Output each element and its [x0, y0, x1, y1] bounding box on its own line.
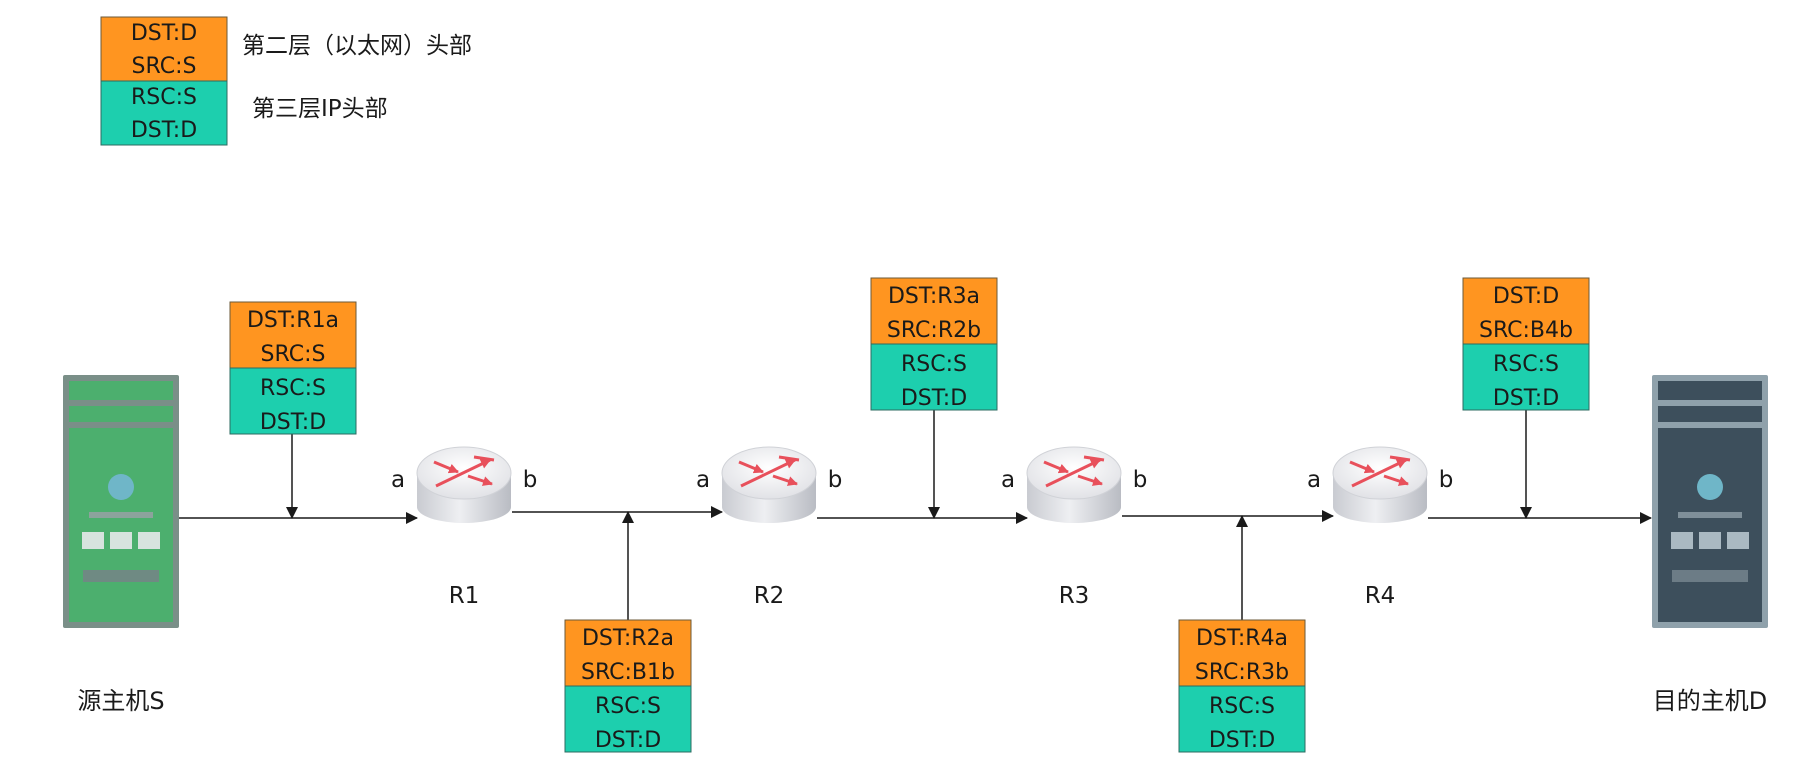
layer3-src: RSC:S	[595, 694, 661, 719]
router-port-a: a	[1001, 467, 1015, 493]
layer2-header	[870, 277, 998, 345]
router-label: R2	[754, 583, 785, 609]
source-host-label: 源主机S	[77, 687, 164, 715]
router-icon	[416, 446, 512, 523]
layer2-src: SRC:R2b	[887, 318, 981, 343]
legend-layer3-line1: RSC:S	[131, 85, 197, 110]
legend-layer3-line2: DST:D	[131, 118, 197, 143]
layer3-dst: DST:D	[1209, 728, 1275, 753]
router-port-b: b	[523, 467, 538, 493]
legend-layer2-line2: SRC:S	[132, 54, 197, 79]
router-r2: a bR2	[696, 446, 843, 609]
layer2-src: SRC:B4b	[1479, 318, 1573, 343]
router-r1: a bR1	[391, 446, 538, 609]
legend: DST:D SRC:S 第二层（以太网）头部 RSC:S DST:D 第三层IP…	[100, 16, 472, 146]
router-r3: a bR3	[1001, 446, 1148, 609]
layer2-src: SRC:B1b	[581, 660, 675, 685]
legend-layer2-line1: DST:D	[131, 21, 197, 46]
router-icon	[1332, 446, 1428, 523]
layer3-src: RSC:S	[260, 376, 326, 401]
layer3-header	[564, 685, 692, 753]
layer2-dst: DST:R1a	[247, 308, 339, 333]
router-label: R4	[1365, 583, 1396, 609]
layer3-src: RSC:S	[1209, 694, 1275, 719]
legend-layer2: DST:D SRC:S 第二层（以太网）头部	[100, 16, 472, 82]
router-port-a: a	[696, 467, 710, 493]
legend-layer2-box	[100, 16, 228, 82]
links	[179, 506, 1652, 524]
routers: a bR1 a bR2 a bR3 a bR4	[391, 446, 1454, 609]
layer3-header	[870, 343, 998, 411]
layer2-dst: DST:R2a	[582, 626, 674, 651]
layer2-dst: DST:D	[1493, 284, 1559, 309]
layer3-src: RSC:S	[1493, 352, 1559, 377]
router-label: R1	[449, 583, 480, 609]
layer3-header	[1462, 343, 1590, 411]
legend-layer3-label: 第三层IP头部	[252, 96, 388, 122]
router-label: R3	[1059, 583, 1090, 609]
router-port-b: b	[1133, 467, 1148, 493]
legend-layer2-label: 第二层（以太网）头部	[242, 33, 472, 59]
dest-host-label: 目的主机D	[1653, 687, 1767, 715]
dest-server-icon	[1652, 375, 1768, 628]
source-host: 源主机S	[63, 375, 179, 715]
layer2-header	[229, 301, 357, 369]
layer2-header	[1462, 277, 1590, 345]
router-icon	[721, 446, 817, 523]
layer2-src: SRC:R3b	[1195, 660, 1289, 685]
layer3-dst: DST:D	[901, 386, 967, 411]
router-icon	[1026, 446, 1122, 523]
layer3-src: RSC:S	[901, 352, 967, 377]
layer3-dst: DST:D	[1493, 386, 1559, 411]
legend-layer3: RSC:S DST:D 第三层IP头部	[100, 80, 388, 146]
legend-layer3-box	[100, 80, 228, 146]
layer2-dst: DST:R4a	[1196, 626, 1288, 651]
layer3-dst: DST:D	[595, 728, 661, 753]
layer3-header	[1178, 685, 1306, 753]
dest-host: 目的主机D	[1652, 375, 1768, 715]
router-port-a: a	[391, 467, 405, 493]
router-r4: a bR4	[1307, 446, 1454, 609]
router-port-b: b	[828, 467, 843, 493]
router-port-a: a	[1307, 467, 1321, 493]
layer3-header	[229, 367, 357, 435]
layer3-dst: DST:D	[260, 410, 326, 435]
layer2-src: SRC:S	[261, 342, 326, 367]
source-server-icon	[63, 375, 179, 628]
router-port-b: b	[1439, 467, 1454, 493]
packet-headers: DST:R1aSRC:SRSC:SDST:DDST:R2aSRC:B1bRSC:…	[229, 277, 1590, 753]
layer2-dst: DST:R3a	[888, 284, 980, 309]
layer2-header	[564, 619, 692, 687]
